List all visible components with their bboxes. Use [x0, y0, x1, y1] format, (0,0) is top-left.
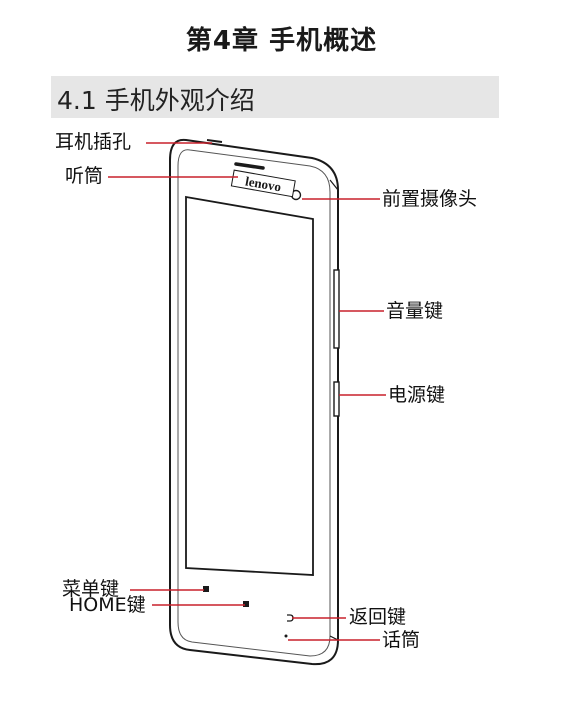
- phone-bezel: [177, 149, 331, 657]
- earpiece-grille: [234, 162, 265, 170]
- section-header: 4.1 手机外观介绍: [51, 76, 499, 118]
- phone-screen: [185, 195, 314, 576]
- volume-key-shape: [333, 269, 340, 349]
- label-front-camera: 前置摄像头: [382, 188, 478, 210]
- section-title: 4.1 手机外观介绍: [57, 86, 255, 115]
- power-key-shape: [333, 381, 340, 417]
- label-microphone: 话筒: [382, 629, 421, 651]
- label-back-key: 返回键: [349, 606, 407, 628]
- label-earpiece: 听筒: [65, 165, 104, 187]
- chapter-title: 第4章 手机概述: [185, 26, 378, 56]
- label-power-key: 电源键: [388, 384, 446, 406]
- callout-lines: [108, 142, 386, 641]
- label-volume-key: 音量键: [386, 300, 444, 322]
- label-menu-key: 菜单键: [62, 578, 120, 600]
- menu-key-icon: [203, 586, 209, 592]
- label-home-key: HOME键: [69, 594, 146, 616]
- label-earphone-jack: 耳机插孔: [55, 131, 132, 153]
- brand-logo: lenovo: [230, 169, 296, 198]
- home-key-icon: [243, 601, 249, 607]
- brand-logo-text: lenovo: [244, 173, 282, 194]
- earphone-jack-icon: [206, 139, 223, 143]
- microphone-icon: [284, 634, 288, 638]
